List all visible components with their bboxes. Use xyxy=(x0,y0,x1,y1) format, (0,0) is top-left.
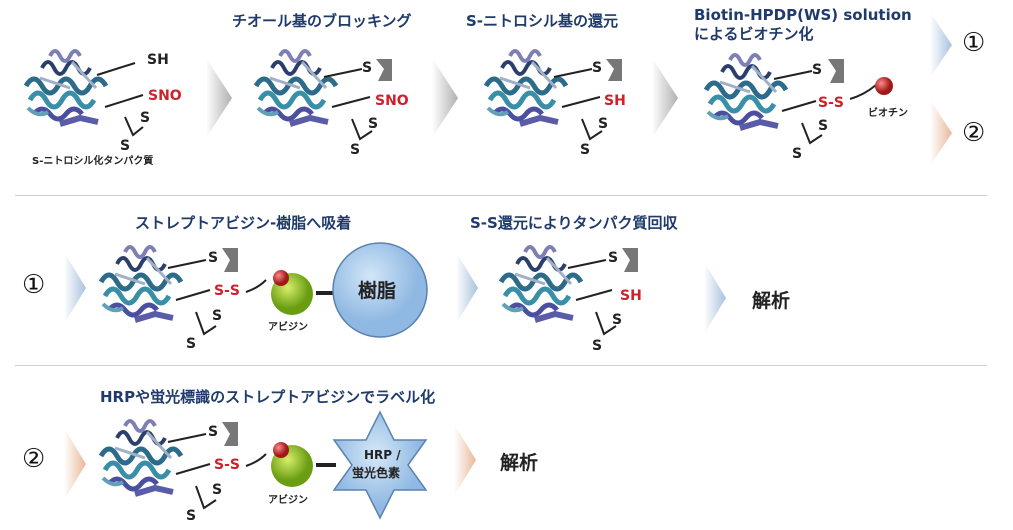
step-title-reduction: S-ニトロシル基の還元 xyxy=(466,12,619,30)
avidin-icon xyxy=(271,270,313,315)
label-s: S xyxy=(612,312,623,328)
step-title-labeling: HRPや蛍光標識のストレプトアビジンでラベル化 xyxy=(100,388,436,406)
label-sh: SH xyxy=(147,52,169,68)
bond-lines xyxy=(567,248,638,336)
label-s: S xyxy=(186,336,197,352)
label-sh-reduced: SH xyxy=(604,93,626,109)
resin-label: 樹脂 xyxy=(358,280,397,302)
avidin-icon xyxy=(271,442,313,487)
hrp-label-line1: HRP / xyxy=(364,448,401,462)
label-s: S xyxy=(818,118,829,134)
step-title-blocking: チオール基のブロッキング xyxy=(232,12,412,30)
label-sno: SNO xyxy=(375,93,409,109)
step-title-protein-recovery: S-S還元によりタンパク質回収 xyxy=(470,214,678,232)
branch-number-2: ② xyxy=(962,118,986,148)
bond-lines xyxy=(773,59,877,145)
arrow-gray xyxy=(652,58,678,138)
label-ss: S-S xyxy=(214,457,240,473)
label-s: S xyxy=(212,308,223,324)
label-s: S xyxy=(208,424,219,440)
divider xyxy=(15,365,987,366)
label-s: S xyxy=(812,62,823,78)
label-s: S xyxy=(140,110,151,126)
label-s: S xyxy=(208,250,219,266)
hrp-star-icon xyxy=(332,410,428,520)
label-s: S xyxy=(608,250,619,266)
resin-icon xyxy=(332,242,428,338)
label-sno: SNO xyxy=(148,88,182,104)
avidin-label: アビジン xyxy=(268,495,308,506)
arrow-peach xyxy=(64,428,86,500)
analysis-label: 解析 xyxy=(752,290,791,312)
analysis-label: 解析 xyxy=(500,452,539,474)
linker-line xyxy=(316,463,336,467)
protein-caption: S-ニトロシル化タンパク質 xyxy=(32,156,154,167)
arrow-blue xyxy=(64,252,86,324)
label-s: S xyxy=(580,142,591,158)
arrow-gray xyxy=(432,58,458,138)
label-s: S xyxy=(362,60,373,76)
row-marker-2: ② xyxy=(22,444,46,474)
arrow-blue xyxy=(456,252,478,324)
label-s: S xyxy=(368,116,379,132)
label-ss: S-S xyxy=(818,95,844,111)
arrow-blue xyxy=(704,262,726,334)
label-s: S xyxy=(592,60,603,76)
label-s: S xyxy=(350,142,361,158)
label-s: S xyxy=(792,146,803,162)
step-title-streptavidin-resin: ストレプトアビジン-樹脂へ吸着 xyxy=(135,214,352,232)
label-ss: S-S xyxy=(214,283,240,299)
label-sh-recovered: SH xyxy=(620,288,642,304)
label-s: S xyxy=(186,508,197,524)
step-title-biotinylation-line1: Biotin-HPDP(WS) solution xyxy=(694,6,912,24)
arrow-gray xyxy=(206,58,232,138)
biotin-icon xyxy=(875,77,893,95)
biotin-label: ビオチン xyxy=(868,108,908,119)
label-s: S xyxy=(120,138,131,154)
arrow-blue-branch-1 xyxy=(930,12,952,78)
label-s: S xyxy=(212,482,223,498)
branch-number-1: ① xyxy=(962,28,986,58)
step-title-biotinylation-line2: によるビオチン化 xyxy=(694,25,814,43)
bond-lines xyxy=(167,248,267,336)
arrow-peach xyxy=(454,424,476,496)
bond-lines xyxy=(553,59,622,141)
avidin-label: アビジン xyxy=(268,322,308,333)
bond-lines xyxy=(96,62,144,137)
arrow-peach-branch-2 xyxy=(930,100,952,166)
hrp-label-line2: 蛍光色素 xyxy=(352,466,401,480)
bond-lines xyxy=(167,422,267,510)
label-s: S xyxy=(592,338,603,354)
divider xyxy=(15,195,987,196)
linker-line xyxy=(316,291,336,295)
bond-lines xyxy=(323,59,392,141)
label-s: S xyxy=(598,116,609,132)
row-marker-1: ① xyxy=(22,270,46,300)
